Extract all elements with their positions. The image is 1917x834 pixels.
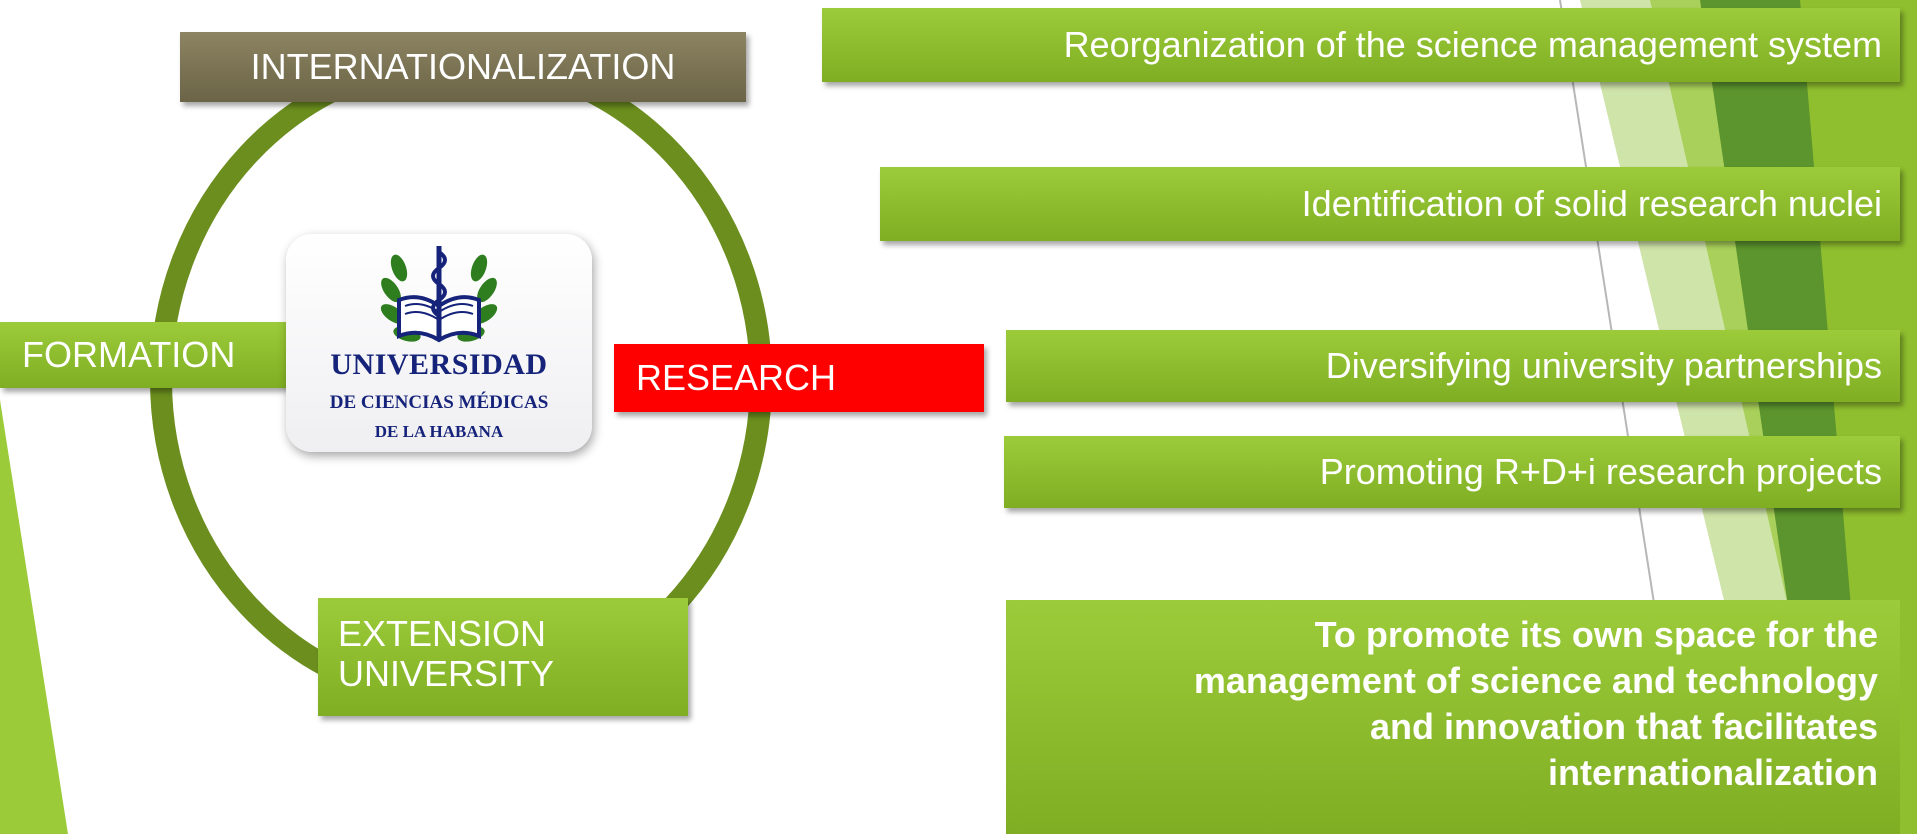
action-item: Promoting R+D+i research projects: [1004, 436, 1900, 508]
action-item: Reorganization of the science management…: [822, 8, 1900, 82]
action-item: Identification of solid research nuclei: [880, 167, 1900, 241]
goal-statement: To promote its own space for the managem…: [1006, 600, 1900, 834]
node-research-label: RESEARCH: [636, 357, 837, 398]
action-item-label: Reorganization of the science management…: [1063, 24, 1882, 65]
logo-line2: DE CIENCIAS MÉDICAS: [329, 392, 549, 413]
action-item-label: Diversifying university partnerships: [1325, 345, 1882, 386]
node-formation: FORMATION: [0, 322, 290, 388]
node-extension-university: EXTENSION UNIVERSITY: [318, 598, 688, 716]
left-decorative-wedge: [0, 400, 68, 834]
logo-name: UNIVERSIDAD: [330, 348, 548, 381]
goal-line: To promote its own space for the: [1314, 614, 1878, 655]
goal-line: and innovation that facilitates: [1369, 706, 1878, 747]
logo-line3: DE LA HABANA: [374, 422, 504, 441]
action-item-label: Identification of solid research nuclei: [1301, 183, 1882, 224]
node-formation-label: FORMATION: [22, 334, 236, 375]
node-extension-label-line1: EXTENSION: [338, 613, 547, 654]
action-item: Diversifying university partnerships: [1006, 330, 1900, 402]
node-internationalization: INTERNATIONALIZATION: [180, 32, 746, 102]
node-research: RESEARCH: [614, 344, 984, 412]
goal-line: management of science and technology: [1193, 660, 1878, 701]
node-internationalization-label: INTERNATIONALIZATION: [250, 46, 676, 87]
node-extension-label-line2: UNIVERSITY: [338, 653, 555, 694]
goal-line: internationalization: [1547, 752, 1878, 793]
university-logo: UNIVERSIDAD DE CIENCIAS MÉDICAS DE LA HA…: [286, 234, 592, 452]
action-item-label: Promoting R+D+i research projects: [1319, 451, 1882, 492]
caduceus-book-laurel-icon: [380, 246, 498, 343]
